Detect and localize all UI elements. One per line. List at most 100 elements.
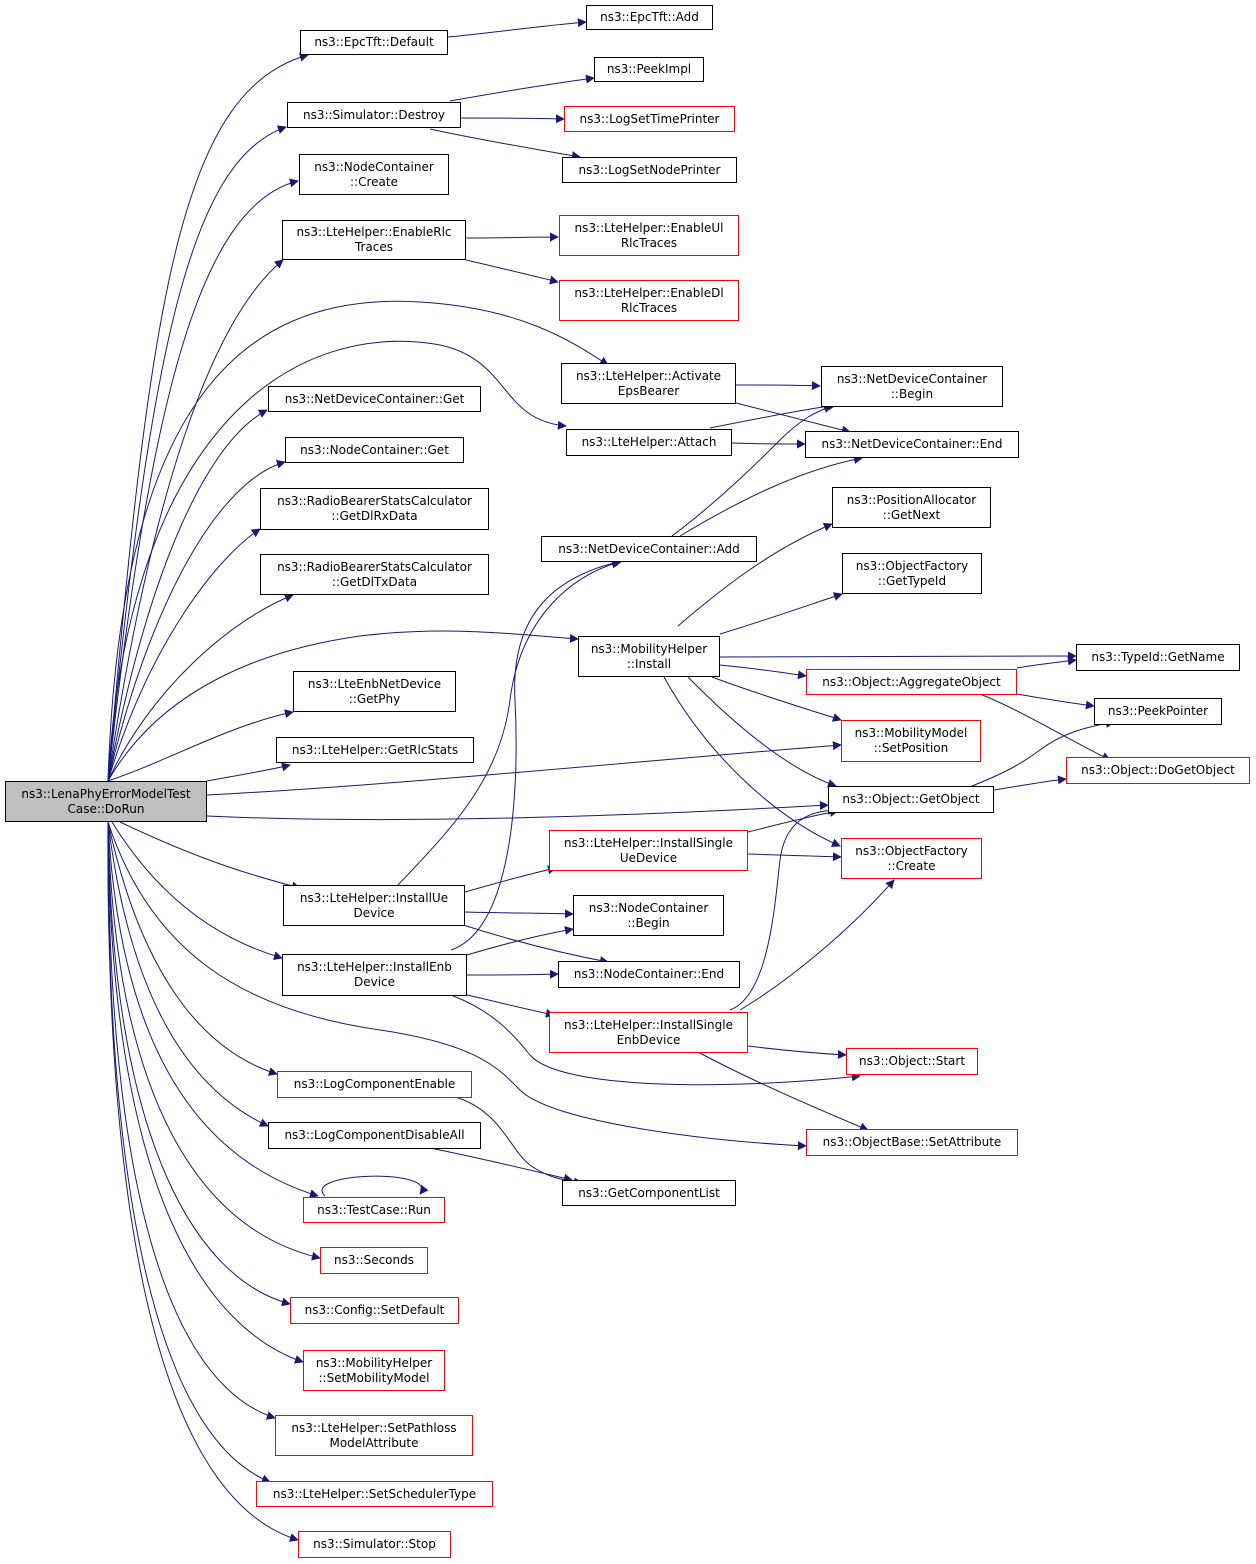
node-radiobearer-getdltxdata[interactable]: ns3::RadioBearerStatsCalculator::GetDlTx…: [260, 554, 489, 595]
edge-install-typeid-getname: [719, 651, 1077, 661]
edge-install-posalloc: [677, 522, 833, 627]
node-object-aggregateobject[interactable]: ns3::Object::AggregateObject: [806, 669, 1017, 695]
edge-getobject-peekpointer: [971, 718, 1115, 787]
edge-root-mobilitymodel-setposition: [206, 741, 842, 796]
edge-root-logcomponentenable: [107, 821, 278, 1076]
node-logcomponentdisableall[interactable]: ns3::LogComponentDisableAll: [268, 1122, 481, 1149]
edge-installue-ncend: [459, 923, 609, 965]
node-ltehelper-attach[interactable]: ns3::LteHelper::Attach: [566, 429, 732, 456]
edge-singleenb-objectfactory-create: [739, 879, 895, 1011]
edge-installenb-singleenb: [466, 994, 555, 1018]
edge-root-nodecontainer-create: [107, 178, 299, 782]
edge-root-simulator-destroy: [107, 125, 287, 782]
edge-installue-ncbegin: [464, 909, 574, 919]
node-peekpointer[interactable]: ns3::PeekPointer: [1094, 698, 1222, 725]
edge-root-lteenbnetdevice-getphy: [107, 709, 294, 782]
node-objectbase-setattribute[interactable]: ns3::ObjectBase::SetAttribute: [806, 1129, 1018, 1156]
edge-logenable-getcomponentlist: [454, 1096, 583, 1187]
node-object-start[interactable]: ns3::Object::Start: [846, 1048, 978, 1075]
node-radiobearer-getdlrxdata[interactable]: ns3::RadioBearerStatsCalculator::GetDlRx…: [260, 488, 489, 530]
node-object-getobject[interactable]: ns3::Object::GetObject: [828, 786, 994, 813]
edge-aggregate-typeid-getname: [1016, 656, 1077, 669]
node-typeid-getname[interactable]: ns3::TypeId::GetName: [1076, 644, 1240, 671]
edge-install-getobject: [687, 676, 837, 788]
edge-installue-ndcadd: [397, 559, 621, 886]
edge-destroy-peekimpl: [449, 74, 595, 102]
node-nodecontainer-begin[interactable]: ns3::NodeContainer::Begin: [573, 895, 724, 936]
edge-logdisable-getcomponentlist: [429, 1147, 573, 1183]
edge-root-logcomponentdisableall: [107, 821, 269, 1127]
edge-root-setschedulertype: [107, 821, 271, 1484]
edge-installenb-ncbegin: [466, 926, 574, 956]
node-config-setdefault[interactable]: ns3::Config::SetDefault: [290, 1297, 459, 1324]
edge-install-objectfactory-create: [663, 676, 841, 847]
node-positionallocator-getnext[interactable]: ns3::PositionAllocator::GetNext: [832, 487, 991, 528]
edge-installenb-ncend: [466, 969, 559, 979]
edge-root-attach: [107, 340, 567, 782]
edge-root-installenbdevice: [111, 821, 283, 961]
edge-root-enablerlctraces: [107, 259, 284, 782]
edge-install-setposition: [711, 676, 842, 722]
edge-root-simulator-stop: [107, 821, 299, 1542]
node-lteenbnetdevice-getphy[interactable]: ns3::LteEnbNetDevice::GetPhy: [293, 671, 456, 712]
node-mobilitymodel-setposition[interactable]: ns3::MobilityModel::SetPosition: [841, 720, 981, 762]
edge-enablerlctraces-dl: [465, 259, 559, 285]
node-epctft-add[interactable]: ns3::EpcTft::Add: [586, 5, 713, 30]
edge-root-objectbase-setattribute: [107, 821, 807, 1151]
node-testcase-run[interactable]: ns3::TestCase::Run: [303, 1197, 445, 1223]
node-simulator-destroy[interactable]: ns3::Simulator::Destroy: [287, 102, 461, 128]
node-logcomponentenable[interactable]: ns3::LogComponentEnable: [277, 1071, 472, 1098]
edge-root-testcase-run: [107, 821, 319, 1198]
node-nodecontainer-end[interactable]: ns3::NodeContainer::End: [558, 961, 740, 988]
node-objectfactory-gettypeid[interactable]: ns3::ObjectFactory::GetTypeId: [842, 553, 982, 594]
node-getcomponentlist[interactable]: ns3::GetComponentList: [562, 1180, 736, 1206]
node-objectfactory-create[interactable]: ns3::ObjectFactory::Create: [841, 838, 982, 879]
node-epctft-default[interactable]: ns3::EpcTft::Default: [300, 30, 448, 55]
edge-root-activateepsbearer: [107, 300, 609, 782]
edge-activate-ndcend: [735, 402, 851, 435]
edge-root-nodecontainer-get: [107, 459, 286, 782]
node-mobilityhelper-setmobilitymodel[interactable]: ns3::MobilityHelper::SetMobilityModel: [303, 1350, 445, 1391]
node-seconds[interactable]: ns3::Seconds: [320, 1247, 428, 1274]
node-ltehelper-getrlcstats[interactable]: ns3::LteHelper::GetRlcStats: [276, 737, 474, 763]
edge-singleue-getobject: [747, 807, 839, 833]
edge-root-epctft-default: [107, 52, 309, 782]
node-simulator-stop[interactable]: ns3::Simulator::Stop: [298, 1531, 451, 1558]
edge-aggregate-peekpointer: [1016, 693, 1095, 710]
edge-testcase-run-self: [321, 1175, 429, 1197]
node-netdevicecontainer-get[interactable]: ns3::NetDeviceContainer::Get: [268, 386, 481, 412]
edge-enablerlctraces-ul: [465, 232, 559, 242]
node-netdevicecontainer-begin[interactable]: ns3::NetDeviceContainer::Begin: [821, 366, 1003, 407]
edge-singleenb-getobject: [729, 805, 837, 1011]
node-netdevicecontainer-add[interactable]: ns3::NetDeviceContainer::Add: [541, 536, 757, 562]
node-object-dogetobject[interactable]: ns3::Object::DoGetObject: [1066, 757, 1250, 784]
edge-getobject-dogetobject: [993, 775, 1067, 791]
edge-destroy-logsettimeprinter: [460, 114, 565, 124]
node-nodecontainer-get[interactable]: ns3::NodeContainer::Get: [285, 437, 464, 463]
node-ltehelper-setschedulertype[interactable]: ns3::LteHelper::SetSchedulerType: [256, 1481, 493, 1507]
edge-attach-ndcbegin: [709, 401, 837, 429]
node-logsettimeprinter[interactable]: ns3::LogSetTimePrinter: [564, 106, 735, 132]
edge-root-mobilityhelper-install: [107, 630, 579, 782]
node-nodecontainer-create[interactable]: ns3::NodeContainer::Create: [299, 154, 449, 195]
edge-installenb-object-start: [450, 994, 861, 1086]
edge-root-config-setdefault: [107, 821, 291, 1307]
node-netdevicecontainer-end[interactable]: ns3::NetDeviceContainer::End: [805, 431, 1019, 458]
node-mobilityhelper-install[interactable]: ns3::MobilityHelper::Install: [578, 636, 720, 677]
edge-singleenb-setattribute: [697, 1051, 869, 1132]
node-peekimpl[interactable]: ns3::PeekImpl: [594, 57, 704, 82]
edge-attach-ndcend: [731, 439, 806, 449]
edge-installenb-ndcadd: [450, 558, 623, 951]
node-logsetnodeprinter[interactable]: ns3::LogSetNodePrinter: [562, 157, 737, 183]
